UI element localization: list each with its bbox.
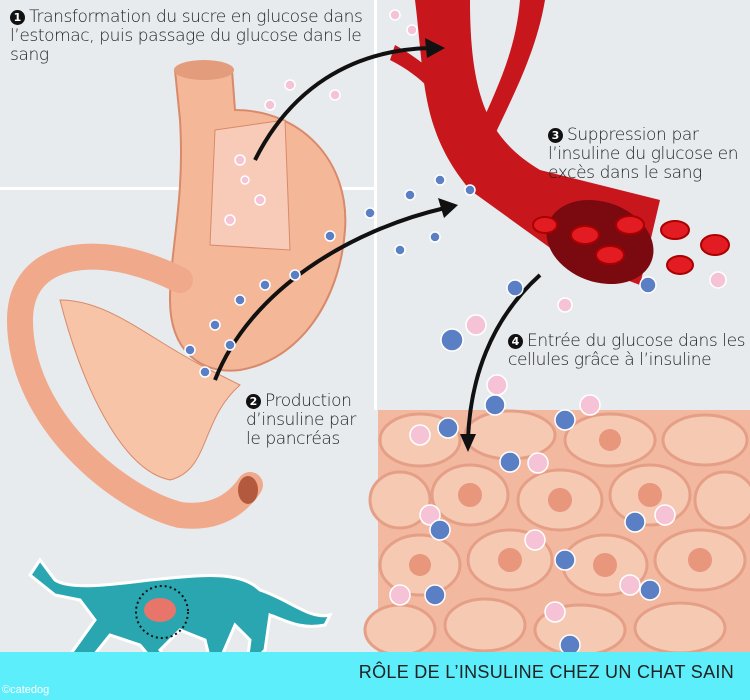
infographic-title: RÔLE DE L’INSULINE CHEZ UN CHAT SAIN [358,662,734,682]
title-band [0,652,750,700]
vertical-divider [374,0,377,410]
step-number-badge: 3 [548,128,563,143]
credit: ©catedog [2,684,50,696]
blood-vessel [390,0,730,285]
step3-text: Suppression par l’insuline du glucose en… [548,125,739,183]
insulin-particles [184,174,661,656]
step4-text: Entrée du glucose dans les cellules grâc… [508,331,746,370]
step-number-badge: 1 [10,10,25,25]
step1-text: Transformation du sucre en glucose dans … [10,7,363,65]
step-number-badge: 4 [508,334,523,349]
stomach [168,60,347,372]
step2-text: Production d’insuline par le pancréas [246,391,357,449]
glucose-particles [224,9,727,623]
intestine-pancreas [6,243,263,529]
step-number-badge: 2 [246,394,261,409]
